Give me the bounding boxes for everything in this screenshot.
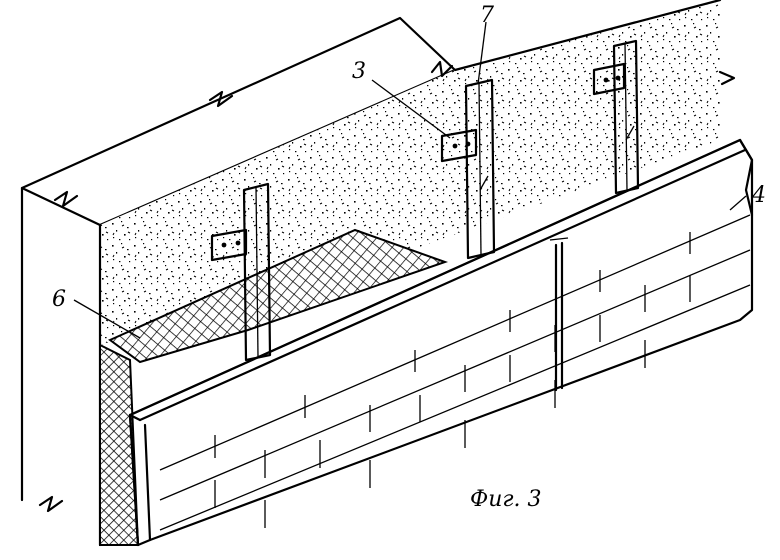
rail-right <box>592 39 640 195</box>
label-cladding: 4 <box>751 183 766 208</box>
insulation-layer <box>99 228 449 546</box>
leader-lines <box>73 21 747 339</box>
label-bracket: 3 <box>352 59 366 84</box>
figure-caption: Фиг. 3 <box>470 487 542 512</box>
wall <box>20 0 736 547</box>
rail-middle <box>440 78 496 260</box>
label-insulation: 6 <box>52 287 66 312</box>
label-rail: 7 <box>480 3 494 28</box>
rail-left <box>210 182 272 362</box>
